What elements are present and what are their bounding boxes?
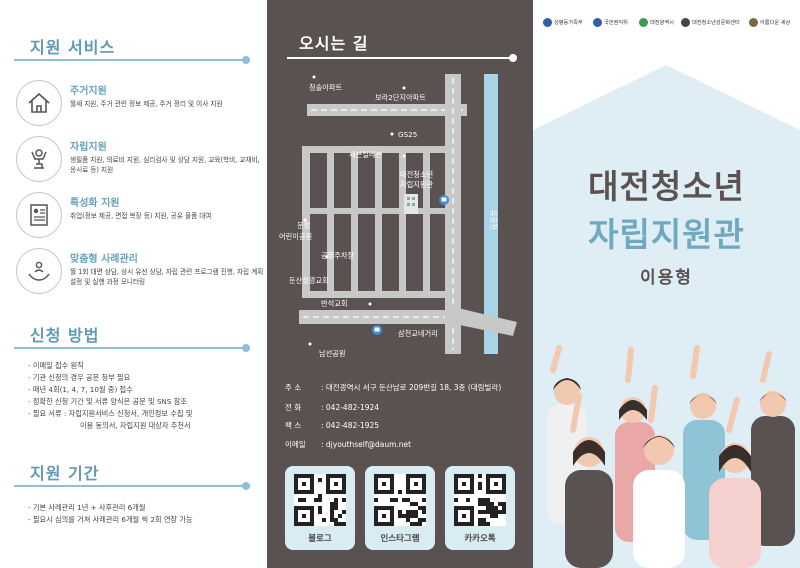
qr-kakaotalk[interactable]: 카카오톡 (445, 466, 515, 550)
map-label: 보라2단지아파트 (375, 93, 426, 102)
qr-blog[interactable]: 블로그 (285, 466, 355, 550)
bus-stop-icon (439, 195, 449, 205)
hero-title-line2: 자립지원관 (588, 215, 745, 254)
service-desc: 월세 지원, 주거 관련 정보 제공, 주거 정리 및 이사 지원 (70, 100, 223, 108)
map-label: 반석교회 (321, 299, 347, 308)
map-label: 어린이공원 (279, 232, 312, 241)
apply-item: - 필요 서류 : 자립지원서비스 신청서, 개인정보 수집 및 (28, 409, 193, 418)
services-title: 지원 서비스 (30, 38, 116, 57)
apply-item: - 기관 신청의 경우 공문 청부 필요 (28, 373, 131, 382)
sponsor-logos: 성평등가족부 국민권익위 대전광역시 대전청소년성문화센터 아름다운 세상 (543, 14, 798, 32)
logo: 아름다운 세상 (749, 14, 790, 32)
apply-title: 신청 방법 (30, 326, 100, 345)
map-label: 남선공원 (319, 349, 345, 358)
emblem-icon (593, 18, 602, 27)
period-item: - 필요시 심의를 거쳐 사례관리 6개월 씩 2회 연장 가능 (28, 515, 193, 524)
map-label: 청솔아파트 (309, 83, 342, 92)
qr-code-icon (374, 474, 426, 526)
map-label: 공영주차장 (321, 251, 354, 260)
service-desc: 취업(정보 제공, 면접 복장 등) 지원, 공유 물품 대여 (70, 212, 212, 220)
directions-divider (287, 54, 517, 62)
resume-icon (16, 192, 62, 238)
river (484, 74, 498, 354)
info-key: 전 화 (285, 403, 302, 412)
person-figure (633, 385, 685, 568)
info-key: 주 소 (285, 383, 302, 392)
house-icon (16, 80, 62, 126)
period-divider (14, 482, 250, 490)
info-key: 팩 스 (285, 421, 302, 430)
left-panel: 지원 서비스 주거지원 월세 지원, 주거 관련 정보 제공, 주거 정리 및 … (0, 0, 267, 568)
map-label: 삼천교네거리 (398, 329, 438, 338)
service-desc: 생필품 지원, 의료비 지원, 심리검사 및 상담 지원, 교육(학비, 교재비… (70, 156, 260, 174)
info-value: : 대전광역시 서구 둔산남로 209번길 18, 3층 (대림빌라) (321, 383, 502, 392)
emblem-icon (681, 18, 690, 27)
map-label: 문정 (297, 221, 310, 230)
address-line: 주 소 : 대전광역시 서구 둔산남로 209번길 18, 3층 (대림빌라) (285, 382, 501, 393)
period-list: - 기본 사례관리 1년 + 사후관리 6개월 - 필요시 심의를 거쳐 사례관… (28, 502, 193, 526)
map-label: 대전청소년 (400, 170, 433, 179)
map-label: 자립지원관 (400, 180, 433, 189)
map-label: 세븐일레븐 (349, 150, 382, 159)
directions-title: 오시는 길 (299, 34, 369, 53)
service-name: 맞춤형 사례관리 (70, 254, 138, 265)
person-figure (565, 393, 613, 568)
phone-line: 전 화 : 042-482-1924 (285, 402, 379, 413)
qr-code-icon (294, 474, 346, 526)
person-figure (709, 397, 761, 568)
fax-line: 팩 스 : 042-482-1925 (285, 420, 379, 431)
period-item: - 기본 사례관리 1년 + 사후관리 6개월 (28, 503, 146, 512)
apply-item: 이용 동의서, 자립지원 대상자 추천서 (80, 421, 191, 430)
logo: 대전청소년성문화센터 (681, 14, 740, 32)
apply-item: - 매년 4회(1, 4, 7, 10월 중) 접수 (28, 385, 133, 394)
trophy-icon (16, 136, 62, 182)
period-title: 지원 기간 (30, 464, 100, 483)
middle-panel: 오시는 길 (267, 0, 533, 568)
email-line: 이메일 : djyouthself@daum.net (285, 439, 411, 450)
service-desc: 월 1회 대면 상담, 상시 유선 상담, 자립 관련 프로그램 진행, 자립 … (70, 268, 264, 286)
hero-subtitle: 이용형 (640, 268, 693, 288)
location-map: 청솔아파트 보라2단지아파트 GS25 세븐일레븐 대전청소년 자립지원관 유등… (279, 74, 517, 358)
bus-stop-icon (372, 325, 382, 335)
service-name: 특성화 지원 (70, 198, 120, 209)
info-value: : djyouthself@daum.net (321, 440, 412, 449)
emblem-icon (639, 18, 648, 27)
services-divider (14, 56, 250, 64)
apply-item: - 정확한 신청 기간 및 서류 양식은 공문 및 SNS 참조 (28, 397, 187, 406)
apply-list: - 이메일 접수 원칙 - 기관 신청의 경우 공문 청부 필요 - 매년 4회… (28, 360, 192, 432)
emblem-icon (543, 18, 552, 27)
hero-title-line1: 대전청소년 (588, 167, 745, 206)
map-label: 유등천 (489, 210, 498, 230)
apply-item: - 이메일 접수 원칙 (28, 361, 84, 370)
qr-label: 카카오톡 (464, 534, 496, 544)
logo: 국민권익위 (593, 14, 628, 32)
building-icon (404, 194, 418, 214)
map-label: GS25 (398, 130, 417, 139)
info-value: : 042-482-1924 (321, 403, 380, 412)
logo: 성평등가족부 (543, 14, 583, 32)
qr-label: 인스타그램 (380, 534, 420, 544)
service-name: 주거지원 (70, 86, 107, 97)
qr-code-icon (454, 474, 506, 526)
logo: 대전광역시 (639, 14, 674, 32)
emblem-icon (749, 18, 758, 27)
right-panel: 성평등가족부 국민권익위 대전광역시 대전청소년성문화센터 아름다운 세상 대전… (533, 0, 800, 568)
person-figure (751, 351, 795, 546)
qr-label: 블로그 (308, 534, 332, 544)
qr-instagram[interactable]: 인스타그램 (365, 466, 435, 550)
service-name: 자립지원 (70, 142, 107, 153)
info-key: 이메일 (285, 440, 306, 449)
care-hands-icon (16, 248, 62, 294)
info-value: : 042-482-1925 (321, 421, 380, 430)
cheering-people-illustration (547, 345, 795, 568)
map-label: 둔산성광교회 (289, 276, 329, 285)
apply-divider (14, 344, 250, 352)
